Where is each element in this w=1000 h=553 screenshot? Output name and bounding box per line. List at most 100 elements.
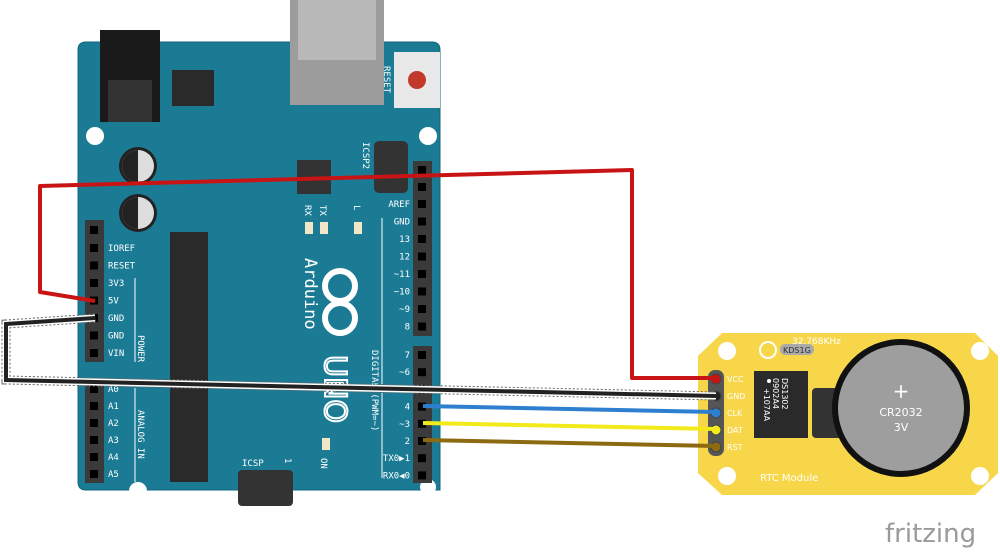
- pin-label: A2: [108, 419, 119, 429]
- header-pin[interactable]: [418, 351, 426, 359]
- pin-label: 3V3: [108, 279, 124, 289]
- header-pin[interactable]: [90, 385, 98, 393]
- pin-label: ~6: [399, 368, 410, 378]
- ds1302-chip: [754, 371, 808, 438]
- pin-label: VIN: [108, 349, 124, 359]
- header-pin[interactable]: [90, 402, 98, 410]
- rtc-pin-label: GND: [727, 392, 745, 401]
- icsp-label: ICSP: [242, 459, 264, 469]
- header-pin[interactable]: [90, 226, 98, 234]
- header-pin[interactable]: [418, 287, 426, 296]
- rtc-pin-label: VCC: [727, 375, 744, 384]
- power-header: [85, 220, 104, 362]
- pin-label: AREF: [388, 200, 410, 210]
- header-pin[interactable]: [90, 261, 98, 270]
- header-pin[interactable]: [418, 235, 426, 243]
- wire-d2-rst[interactable]: [422, 438, 717, 448]
- rtc-module-label: RTC Module: [760, 473, 818, 484]
- wire-d4-clk[interactable]: [422, 404, 717, 414]
- header-pin[interactable]: [418, 368, 426, 377]
- header-pin-labels: IOREFRESET3V35VGNDGNDVINA0A1A2A3A4A5AREF…: [108, 200, 410, 481]
- wire-gnd-gnd[interactable]: [4, 316, 717, 398]
- pin-label: ~10: [394, 288, 410, 298]
- header-pin[interactable]: [90, 331, 98, 340]
- pin-label: 2: [405, 437, 410, 447]
- crystal-label: KDS1G: [783, 346, 811, 355]
- header-pin[interactable]: [90, 436, 98, 444]
- pin-label: 8: [405, 323, 410, 333]
- header-pin[interactable]: [90, 244, 98, 252]
- header-pin[interactable]: [90, 470, 98, 478]
- crystal-frequency: 32.768KHz: [792, 337, 841, 347]
- header-pin[interactable]: [418, 217, 426, 226]
- pin-label: RX0◀0: [383, 471, 410, 481]
- leds: RX TX L ON: [302, 205, 362, 469]
- reset-label: RESET: [381, 66, 391, 94]
- header-pin[interactable]: [418, 252, 426, 261]
- header-pin[interactable]: [418, 402, 426, 411]
- chip-line-2: 0902A4: [771, 378, 780, 409]
- pin-label: 13: [399, 235, 410, 245]
- header-pin[interactable]: [418, 166, 426, 174]
- wire-5v-vcc[interactable]: [38, 168, 716, 380]
- digital-header-top: [413, 161, 432, 336]
- analog-header: [85, 380, 104, 483]
- header-pin[interactable]: [418, 437, 426, 445]
- header-pin[interactable]: [418, 454, 426, 463]
- icsp2-label: ICSP2: [360, 142, 370, 169]
- pin-label: 12: [399, 253, 410, 263]
- pin-label: GND: [108, 332, 124, 342]
- pin-label: ~3: [399, 420, 410, 430]
- pin-label: A0: [108, 385, 119, 395]
- crystal: [780, 344, 814, 355]
- icsp-header: [238, 470, 293, 506]
- icsp2-header: [374, 141, 408, 193]
- battery-plus-icon: +: [893, 379, 910, 403]
- header-pins[interactable]: [90, 166, 426, 480]
- header-pin[interactable]: [418, 471, 426, 480]
- header-pin[interactable]: [90, 349, 98, 357]
- pin-label: A5: [108, 470, 119, 480]
- pin-label: 5V: [108, 297, 119, 307]
- wires[interactable]: [1, 168, 717, 448]
- pin-label: TX0▶1: [383, 454, 410, 464]
- cr2032-battery: [838, 345, 964, 471]
- header-pin[interactable]: [418, 322, 426, 331]
- pin-label: A3: [108, 436, 119, 446]
- header-pin[interactable]: [418, 270, 426, 278]
- header-pin[interactable]: [418, 419, 426, 428]
- rtc-pin-label: RST: [727, 443, 743, 452]
- rtc-module[interactable]: KDS1G 32.768KHz DS1302 0902A4 +107AA + C…: [698, 333, 998, 495]
- led-l-label: L: [351, 205, 361, 210]
- power-header-label: POWER: [135, 335, 145, 363]
- header-pin[interactable]: [90, 453, 98, 461]
- fritzing-watermark: fritzing: [885, 519, 976, 549]
- header-pin[interactable]: [418, 200, 426, 208]
- led-on-label: ON: [318, 458, 328, 469]
- header-pin[interactable]: [418, 305, 426, 313]
- chip-line-3: +107AA: [762, 388, 771, 422]
- arduino-infinity-logo: [322, 268, 358, 336]
- pin-label: ~11: [394, 270, 410, 280]
- pin-label: A4: [108, 453, 119, 463]
- pin-label: 7: [405, 351, 410, 361]
- pin-label: 4: [405, 403, 410, 413]
- chip-line-1: DS1302: [780, 378, 789, 410]
- arduino-uno-board[interactable]: RESET ICSP2 ICSP 1 RX TX L ON Arduino UN…: [77, 0, 441, 506]
- header-pin[interactable]: [90, 419, 98, 427]
- regulator: [172, 70, 214, 106]
- rtc-pin-label: CLK: [727, 409, 743, 418]
- pin-label: IOREF: [108, 244, 135, 254]
- analog-header-label: ANALOG IN: [135, 410, 145, 459]
- pin-label: GND: [394, 218, 410, 228]
- header-pin[interactable]: [418, 183, 426, 191]
- header-pin[interactable]: [90, 279, 98, 287]
- wire-d3-dat[interactable]: [422, 421, 717, 431]
- pin-label: GND: [108, 314, 124, 324]
- atmega-chip: [170, 232, 208, 482]
- pin-label: ~9: [399, 305, 410, 315]
- icsp-pin1-label: 1: [282, 458, 292, 463]
- led-rx-label: RX: [302, 205, 312, 216]
- arduino-logo-text: Arduino: [300, 258, 320, 330]
